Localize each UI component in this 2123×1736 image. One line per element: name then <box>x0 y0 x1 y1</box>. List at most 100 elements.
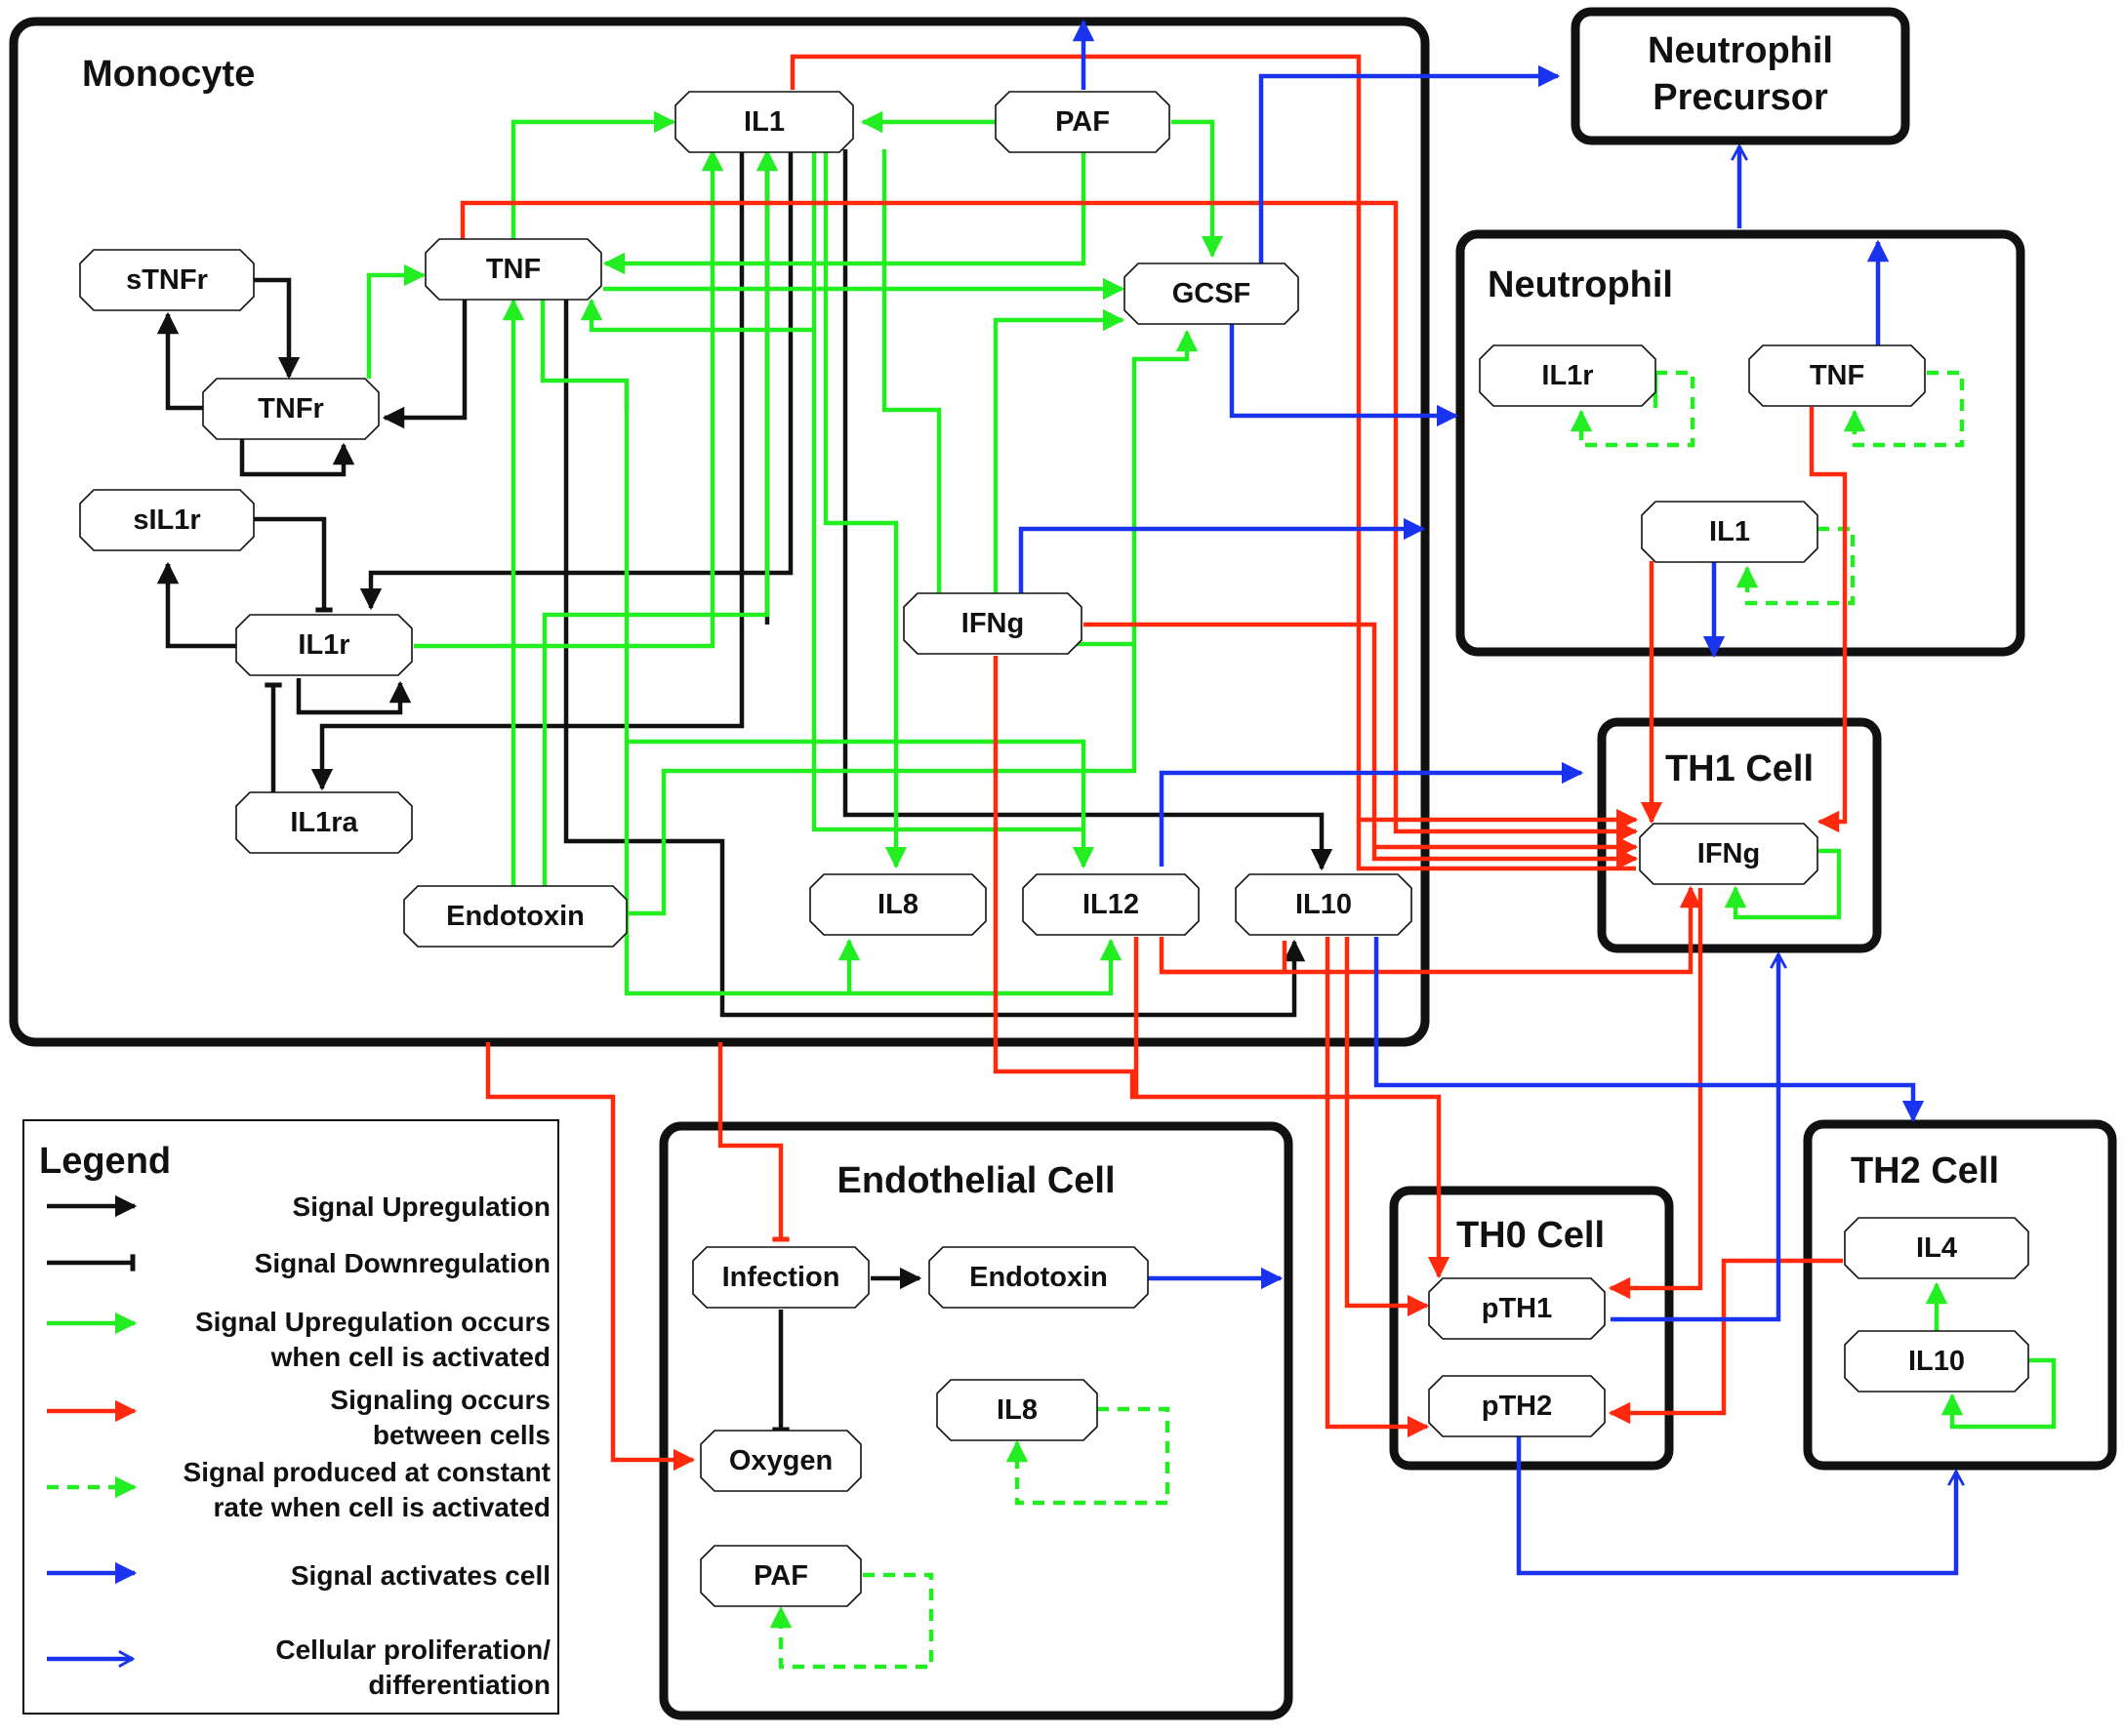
mono-il1-node: IL1 <box>674 91 854 153</box>
endo-oxygen-label: Oxygen <box>729 1445 833 1476</box>
paf-to-tnf-edge <box>602 151 1086 275</box>
il1r-self-edge <box>296 678 412 715</box>
th2-il10-self-edge <box>1940 1357 2057 1430</box>
endo-paf-label: PAF <box>754 1560 808 1592</box>
activated-edges <box>366 110 2057 1430</box>
neutrophil-cell <box>1455 229 2025 657</box>
mono-stnfr-label: sTNFr <box>126 264 208 296</box>
paf-to-gcsf-edge <box>1171 119 1224 259</box>
mono-il1ra-label: IL1ra <box>290 807 358 838</box>
mono-to-oxygen-edge <box>485 1042 696 1472</box>
legend-item-downregulation: Signal Downregulation <box>255 1248 551 1278</box>
neut-il1-label: IL1 <box>1709 516 1750 547</box>
mono-ifng-to-th1-ifng-edge <box>1083 622 1639 859</box>
mono-il12-label: IL12 <box>1082 889 1139 920</box>
gcsf-to-neutrophil-precursor-edge <box>1258 64 1561 263</box>
th2-il4-label: IL4 <box>1916 1232 1957 1264</box>
gcsf-to-neutrophil-edge <box>1229 320 1459 427</box>
th2-il10-node: IL10 <box>1844 1330 2029 1393</box>
th1-ifng-node: IFNg <box>1639 823 1818 885</box>
endothelial-title: Endothelial Cell <box>837 1160 1115 1201</box>
il10-to-th2-edge <box>1373 937 1925 1123</box>
endo-il8-constant-edge <box>1005 1406 1170 1506</box>
tnf-to-th1-ifng-edge <box>460 200 1639 843</box>
endo-endotoxin-node: Endotoxin <box>928 1246 1149 1309</box>
mono-ifng-to-th1-ifng-2-edge <box>1356 820 1636 868</box>
mono-gcsf-label: GCSF <box>1172 278 1251 309</box>
mono-il1r-label: IL1r <box>298 629 349 661</box>
th1-ifng-self-edge <box>1724 848 1842 920</box>
tnfr-to-tnf-edge <box>366 263 427 379</box>
legend-item-between-1: Signaling occurs <box>330 1385 551 1415</box>
il1-to-il1ra-black-edge <box>310 149 745 791</box>
mono-ifng-label: IFNg <box>961 608 1024 639</box>
mono-sil1r-label: sIL1r <box>133 505 200 536</box>
tnfr-self-edge <box>239 439 355 477</box>
legend-title: Legend <box>39 1141 171 1182</box>
tnf-to-tnfr-edge <box>382 299 468 429</box>
legend-item-proliferation-2: differentiation <box>368 1670 551 1700</box>
th0-pth2-node: pTH2 <box>1428 1375 1606 1437</box>
il1-to-th1-ifng-edge <box>790 54 1639 831</box>
legend-item-activated-1: Signal Upregulation occurs <box>195 1307 551 1337</box>
mono-ifng-node: IFNg <box>903 592 1082 655</box>
mono-il12-node: IL12 <box>1022 873 1200 936</box>
endo-infection-label: Infection <box>722 1262 840 1293</box>
mono-endotoxin-node: Endotoxin <box>403 885 628 948</box>
endotoxin-to-il1-edge <box>542 148 779 886</box>
tnf-to-il10-black-edge <box>563 299 1306 1018</box>
th0-pth2-label: pTH2 <box>1482 1391 1553 1422</box>
mono-tnfr-label: TNFr <box>258 393 324 424</box>
neutrophil-precursor-cell <box>1571 7 1910 145</box>
mono-stnfr-node: sTNFr <box>79 249 255 311</box>
mono-sil1r-node: sIL1r <box>79 489 255 551</box>
mono-gcsf-node: GCSF <box>1123 262 1299 325</box>
endo-paf-node: PAF <box>700 1545 862 1607</box>
legend-item-upregulation: Signal Upregulation <box>293 1191 551 1222</box>
th1-title: TH1 Cell <box>1665 748 1814 789</box>
il4-to-pth2-edge <box>1608 1258 1843 1425</box>
mono-endotoxin-label: Endotoxin <box>446 901 585 932</box>
legend-item-constant-1: Signal produced at constant <box>184 1457 551 1487</box>
il1-to-il1r-black-edge <box>359 149 794 611</box>
sil1r-inhibits-il1r-edge <box>250 516 333 613</box>
mono-tnf-node: TNF <box>425 238 602 301</box>
endotoxin-to-il12-bottom-edge <box>849 938 1123 996</box>
th2-title: TH2 Cell <box>1851 1151 1999 1191</box>
il1r-to-sil1r-edge <box>165 564 236 649</box>
neutrophil-precursor-title-2: Precursor <box>1653 77 1828 118</box>
ifng-to-neutrophil-edge <box>1018 517 1426 593</box>
endo-oxygen-node: Oxygen <box>700 1430 862 1492</box>
neutrophil-precursor-title-1: Neutrophil <box>1648 30 1833 71</box>
neut-il1-constant-edge <box>1735 526 1856 606</box>
neut-tnf-label: TNF <box>1810 360 1864 391</box>
endo-il8-label: IL8 <box>997 1394 1038 1426</box>
activation-edges <box>1018 19 1956 1576</box>
il1-to-tnf-edge <box>580 149 817 333</box>
mono-il1-label: IL1 <box>744 106 785 138</box>
ifng-to-pth1-edge <box>993 656 1450 1279</box>
legend-item-proliferation-1: Cellular proliferation/ <box>275 1635 551 1665</box>
neut-il1-node: IL1 <box>1641 501 1818 563</box>
legend-item-activated-2: when cell is activated <box>270 1342 551 1372</box>
neut-tnf-constant-edge <box>1843 370 1965 448</box>
neut-il1r-node: IL1r <box>1479 344 1656 407</box>
mono-paf-node: PAF <box>995 91 1170 153</box>
mono-il10-node: IL10 <box>1235 873 1412 936</box>
constant-rate-edges <box>769 370 1965 1670</box>
th0-title: TH0 Cell <box>1456 1215 1605 1256</box>
mono-il1r-node: IL1r <box>235 614 413 676</box>
il10-to-pth1-edge <box>1344 937 1430 1317</box>
il1r-to-il1-edge <box>414 148 724 649</box>
endo-paf-constant-edge <box>769 1572 934 1670</box>
il12-to-th1-edge <box>1159 761 1584 867</box>
neut-tnf-to-th1-ifng-edge <box>1809 407 1848 833</box>
mono-tnf-label: TNF <box>486 254 541 285</box>
legend-item-activates-cell: Signal activates cell <box>291 1560 551 1591</box>
th1-ifng-to-pth1-edge <box>1608 888 1703 1300</box>
between-cell-edges <box>460 54 1848 1472</box>
endo-endotoxin-label: Endotoxin <box>969 1262 1108 1293</box>
il10-to-pth2-edge <box>1325 937 1430 1438</box>
endotoxin-to-gcsf-edge <box>627 329 1199 916</box>
